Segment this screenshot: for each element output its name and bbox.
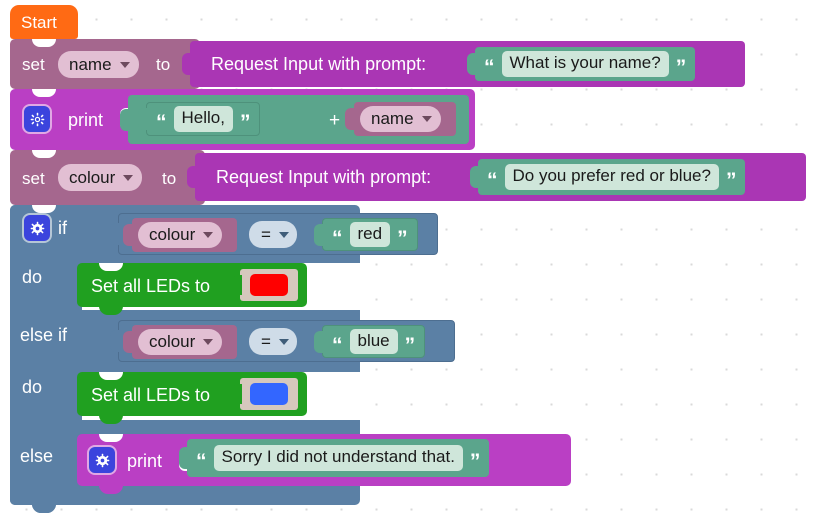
bottom-notch (99, 306, 123, 315)
string-block-prompt-colour[interactable]: “ Do you prefer red or blue? ” (470, 159, 746, 195)
output-plug (182, 53, 192, 75)
string-block-red[interactable]: “ red ” (314, 218, 418, 251)
do-keyword-label-if: do (22, 267, 43, 287)
string-output-plug (138, 108, 148, 130)
bottom-notch (32, 504, 56, 513)
chevron-down-icon (421, 116, 432, 122)
variable-dropdown-colour[interactable]: colour (58, 164, 143, 191)
chevron-down-icon (119, 61, 130, 68)
set-keyword-label: set (22, 169, 45, 188)
string-output-plug (470, 166, 480, 188)
variable-getter-block-colour-red[interactable]: colour (123, 218, 237, 252)
string-field-prompt-colour[interactable]: Do you prefer red or blue? (504, 164, 719, 190)
string-block-blue[interactable]: “ blue ” (314, 325, 426, 358)
set-variable-block-name[interactable]: set name to (10, 39, 202, 97)
variable-getter-block-colour-blue[interactable]: colour (123, 325, 237, 359)
variable-getter-block-name[interactable]: name (345, 102, 456, 136)
compare-output-plug (110, 223, 120, 245)
string-field-blue[interactable]: blue (349, 328, 398, 355)
to-keyword-label: to (162, 169, 177, 188)
request-input-label: Request Input with prompt: (216, 167, 432, 187)
variable-dropdown-colour-value: colour (69, 167, 116, 187)
set-keyword-label: set (22, 55, 45, 74)
colour-picker-blue[interactable] (232, 378, 298, 410)
top-notch (32, 39, 56, 47)
bottom-notch (99, 415, 123, 424)
start-block[interactable]: Start (10, 5, 78, 47)
top-notch (32, 150, 56, 158)
concat-block[interactable]: “ Hello, ” + name (120, 95, 469, 144)
elseif-keyword-label: else if (20, 325, 68, 345)
variable-dropdown-name[interactable]: name (58, 51, 139, 78)
print-label: print (68, 110, 104, 130)
chevron-down-icon (278, 231, 289, 238)
variable-value: colour (149, 225, 196, 244)
else-keyword-label: else (20, 446, 54, 466)
set-leds-label: Set all LEDs to (91, 385, 211, 405)
start-label: Start (21, 13, 57, 32)
string-field-prompt-name[interactable]: What is your name? (501, 51, 669, 77)
variable-output-plug (123, 331, 133, 353)
do-keyword-label-elseif: do (22, 377, 43, 397)
set-leds-block-blue[interactable]: Set all LEDs to (77, 372, 307, 424)
request-input-block-colour[interactable]: Request Input with prompt: “ Do you pref… (187, 153, 806, 201)
string-block-hello[interactable]: “ Hello, ” (138, 102, 261, 136)
variable-dropdown-colour-blue[interactable]: colour (138, 329, 223, 355)
print-label: print (127, 451, 163, 471)
bottom-notch (99, 485, 123, 494)
variable-output-plug (345, 108, 355, 130)
gear-icon[interactable] (89, 447, 115, 473)
colour-picker-red[interactable] (232, 269, 298, 301)
top-notch (99, 372, 123, 380)
string-block-fallback[interactable]: “ Sorry I did not understand that. ” (179, 439, 490, 477)
chevron-down-icon (203, 339, 214, 345)
variable-value: colour (149, 332, 196, 351)
colour-output-plug (232, 275, 242, 295)
print-block-greeting[interactable]: print “ Hello, ” + name (10, 89, 475, 158)
request-input-block-name[interactable]: Request Input with prompt: “ What is you… (182, 41, 745, 87)
gear-icon[interactable] (24, 215, 50, 241)
colour-output-plug (232, 384, 242, 404)
if-keyword-label: if (58, 218, 67, 238)
string-output-plug (314, 223, 324, 246)
gear-icon[interactable] (24, 106, 50, 132)
variable-getter-value: name (371, 109, 414, 128)
set-leds-block-red[interactable]: Set all LEDs to (77, 263, 307, 315)
string-output-plug (467, 53, 477, 75)
compare-output-plug (110, 330, 120, 352)
colour-swatch-blue[interactable] (250, 383, 288, 405)
colour-swatch-red[interactable] (250, 274, 288, 296)
print-block-fallback[interactable]: print “ Sorry I did not understand that.… (77, 434, 571, 494)
top-notch (32, 205, 56, 213)
top-notch (99, 263, 123, 271)
set-leds-label: Set all LEDs to (91, 276, 211, 296)
string-block-prompt-name[interactable]: “ What is your name? ” (467, 47, 696, 81)
string-field-hello[interactable]: Hello, (173, 106, 233, 132)
set-variable-block-colour[interactable]: set colour to (10, 150, 208, 213)
variable-dropdown-name-getter[interactable]: name (360, 106, 441, 132)
comparison-operator-value: = (261, 331, 271, 351)
variable-output-plug (123, 224, 133, 246)
variable-dropdown-name-value: name (69, 54, 112, 74)
comparison-operator-value: = (261, 224, 271, 244)
string-field-red[interactable]: red (349, 221, 391, 248)
chevron-down-icon (203, 232, 214, 238)
chevron-down-icon (123, 174, 134, 181)
top-notch (99, 434, 123, 442)
request-input-label: Request Input with prompt: (211, 54, 427, 74)
comparison-operator-dropdown[interactable]: = (249, 221, 297, 248)
string-output-plug (314, 330, 324, 353)
string-field-fallback[interactable]: Sorry I did not understand that. (213, 445, 463, 471)
concat-output-plug (120, 108, 130, 131)
to-keyword-label: to (156, 55, 171, 74)
chevron-down-icon (278, 338, 289, 345)
string-output-plug (179, 447, 189, 469)
compare-block-blue[interactable]: colour = “ blue ” (110, 320, 455, 362)
variable-dropdown-colour-red[interactable]: colour (138, 222, 223, 248)
top-notch (32, 89, 56, 97)
compare-block-red[interactable]: colour = “ red ” (110, 213, 438, 255)
concat-operator-label: + (329, 110, 341, 131)
comparison-operator-dropdown[interactable]: = (249, 328, 297, 355)
output-plug (187, 166, 197, 188)
